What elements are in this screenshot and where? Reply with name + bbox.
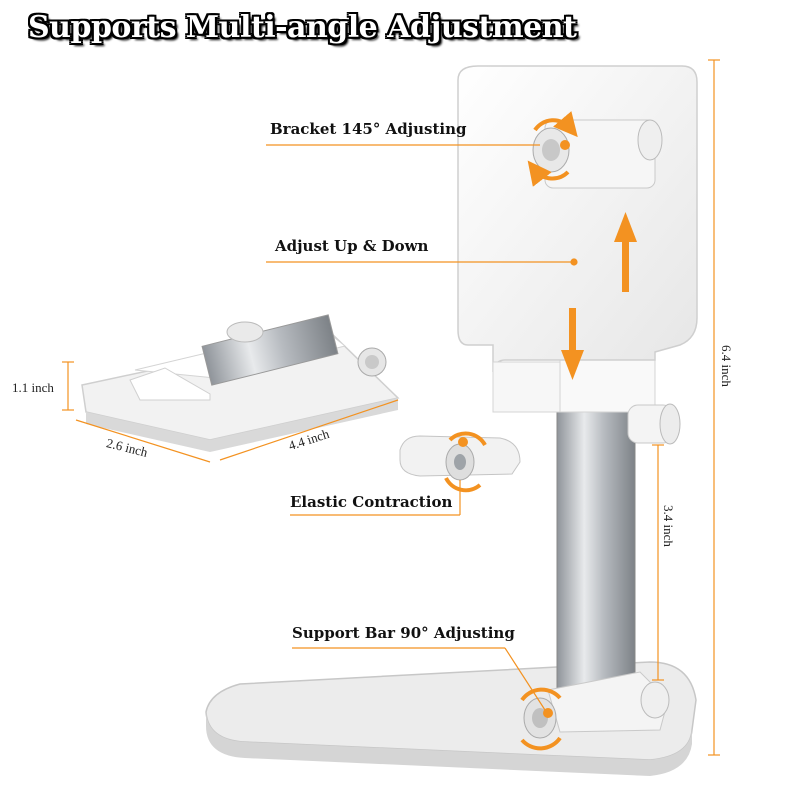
callout-up-down: Adjust Up & Down	[275, 237, 429, 255]
rotation-dots	[458, 140, 570, 718]
side-knob	[627, 403, 681, 445]
dimension-pole-height: 3.4 inch	[661, 505, 676, 547]
callout-lines	[266, 144, 578, 711]
page-title: Supports Multi-angle Adjustment	[28, 10, 577, 45]
callout-support-bar: Support Bar 90° Adjusting	[292, 624, 515, 642]
rotation-markers	[444, 111, 578, 751]
phone-backplate	[457, 65, 698, 373]
folded-stand	[81, 314, 400, 452]
up-down-arrows	[561, 212, 637, 380]
dimension-total-height: 6.4 inch	[719, 345, 734, 387]
metal-pole	[556, 409, 636, 691]
callout-bracket: Bracket 145° Adjusting	[270, 120, 467, 138]
dimension-folded-height: 1.1 inch	[12, 380, 54, 395]
height-dimension-lines	[652, 59, 720, 756]
base-hinge	[523, 671, 670, 739]
callout-elastic: Elastic Contraction	[290, 493, 453, 511]
folded-dimension-lines	[62, 361, 399, 463]
